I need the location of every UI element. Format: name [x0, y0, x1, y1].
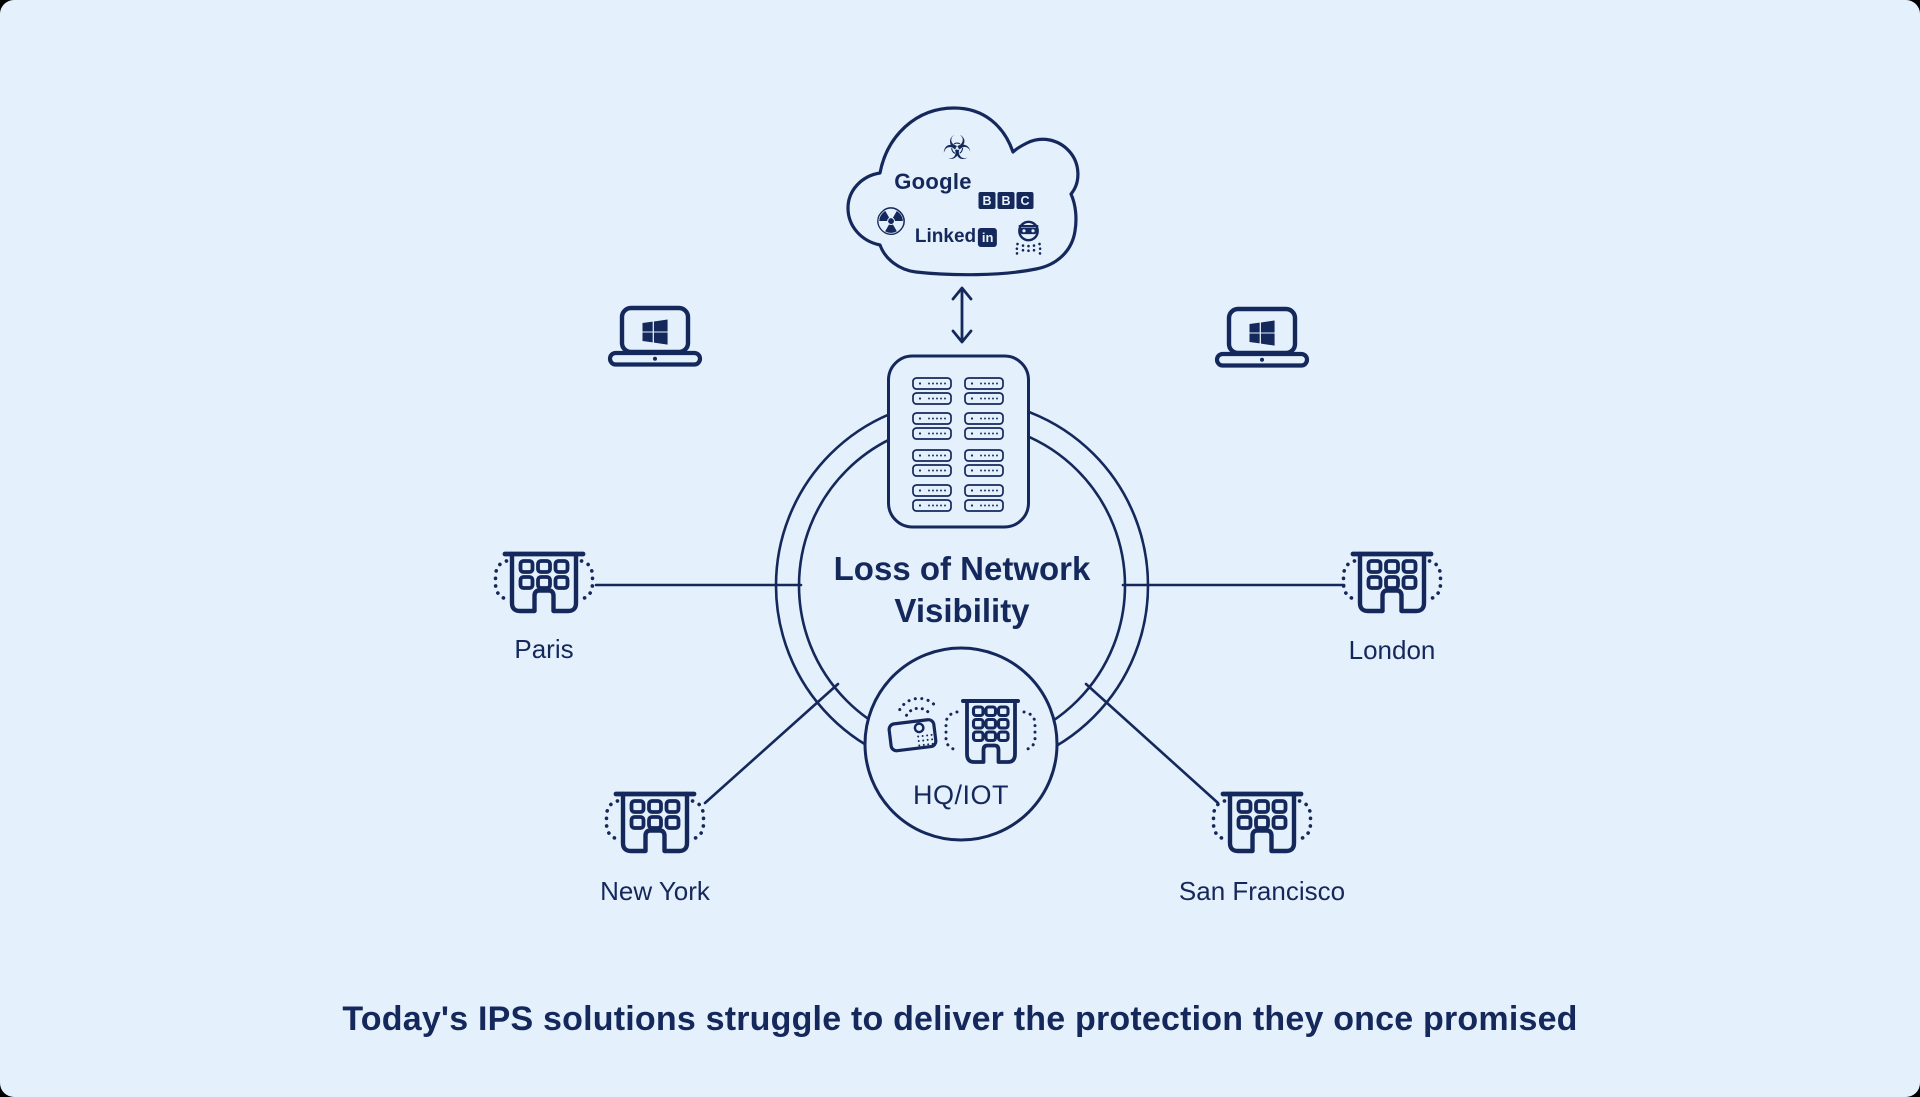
building-icon-new-york — [607, 794, 704, 851]
connector-san-francisco — [1084, 682, 1220, 805]
site-label-san-francisco: San Francisco — [1178, 876, 1346, 906]
burglar-icon — [1015, 220, 1042, 256]
building-icon-london — [1344, 554, 1441, 611]
center-title: Loss of Network Visibility — [834, 548, 1091, 632]
bbc-logo: B B C — [978, 192, 1034, 209]
router-icon — [887, 696, 938, 753]
site-label-paris: Paris — [514, 634, 574, 664]
building-icon-san-francisco — [1214, 794, 1311, 851]
bbc-letter: C — [1016, 192, 1034, 209]
updown-arrow-icon — [951, 286, 973, 344]
building-icon-paris — [496, 554, 593, 611]
biohazard-icon: ☣ — [942, 128, 972, 167]
google-logo: Google — [894, 169, 972, 194]
bbc-letter: B — [997, 192, 1015, 209]
server-rack-icon — [887, 354, 1030, 529]
radiation-icon: ☢ — [873, 200, 909, 244]
linkedin-logo: Linked in — [914, 226, 998, 248]
footer-headline: Today's IPS solutions struggle to delive… — [342, 1000, 1578, 1038]
center-title-line2: Visibility — [894, 592, 1030, 629]
laptop-windows-left-icon — [610, 308, 700, 365]
bbc-letter: B — [978, 192, 996, 209]
linkedin-in-badge: in — [978, 227, 998, 247]
site-label-london: London — [1348, 635, 1436, 665]
hq-circle — [863, 646, 1059, 842]
hq-building-icon — [944, 699, 1037, 764]
laptop-windows-right-icon — [1217, 309, 1307, 366]
linkedin-wordmark: Linked — [914, 226, 977, 247]
center-title-line1: Loss of Network — [833, 550, 1091, 587]
site-label-new-york: New York — [600, 876, 710, 906]
hq-label: HQ/IOT — [913, 780, 1009, 810]
connector-new-york — [703, 682, 840, 805]
